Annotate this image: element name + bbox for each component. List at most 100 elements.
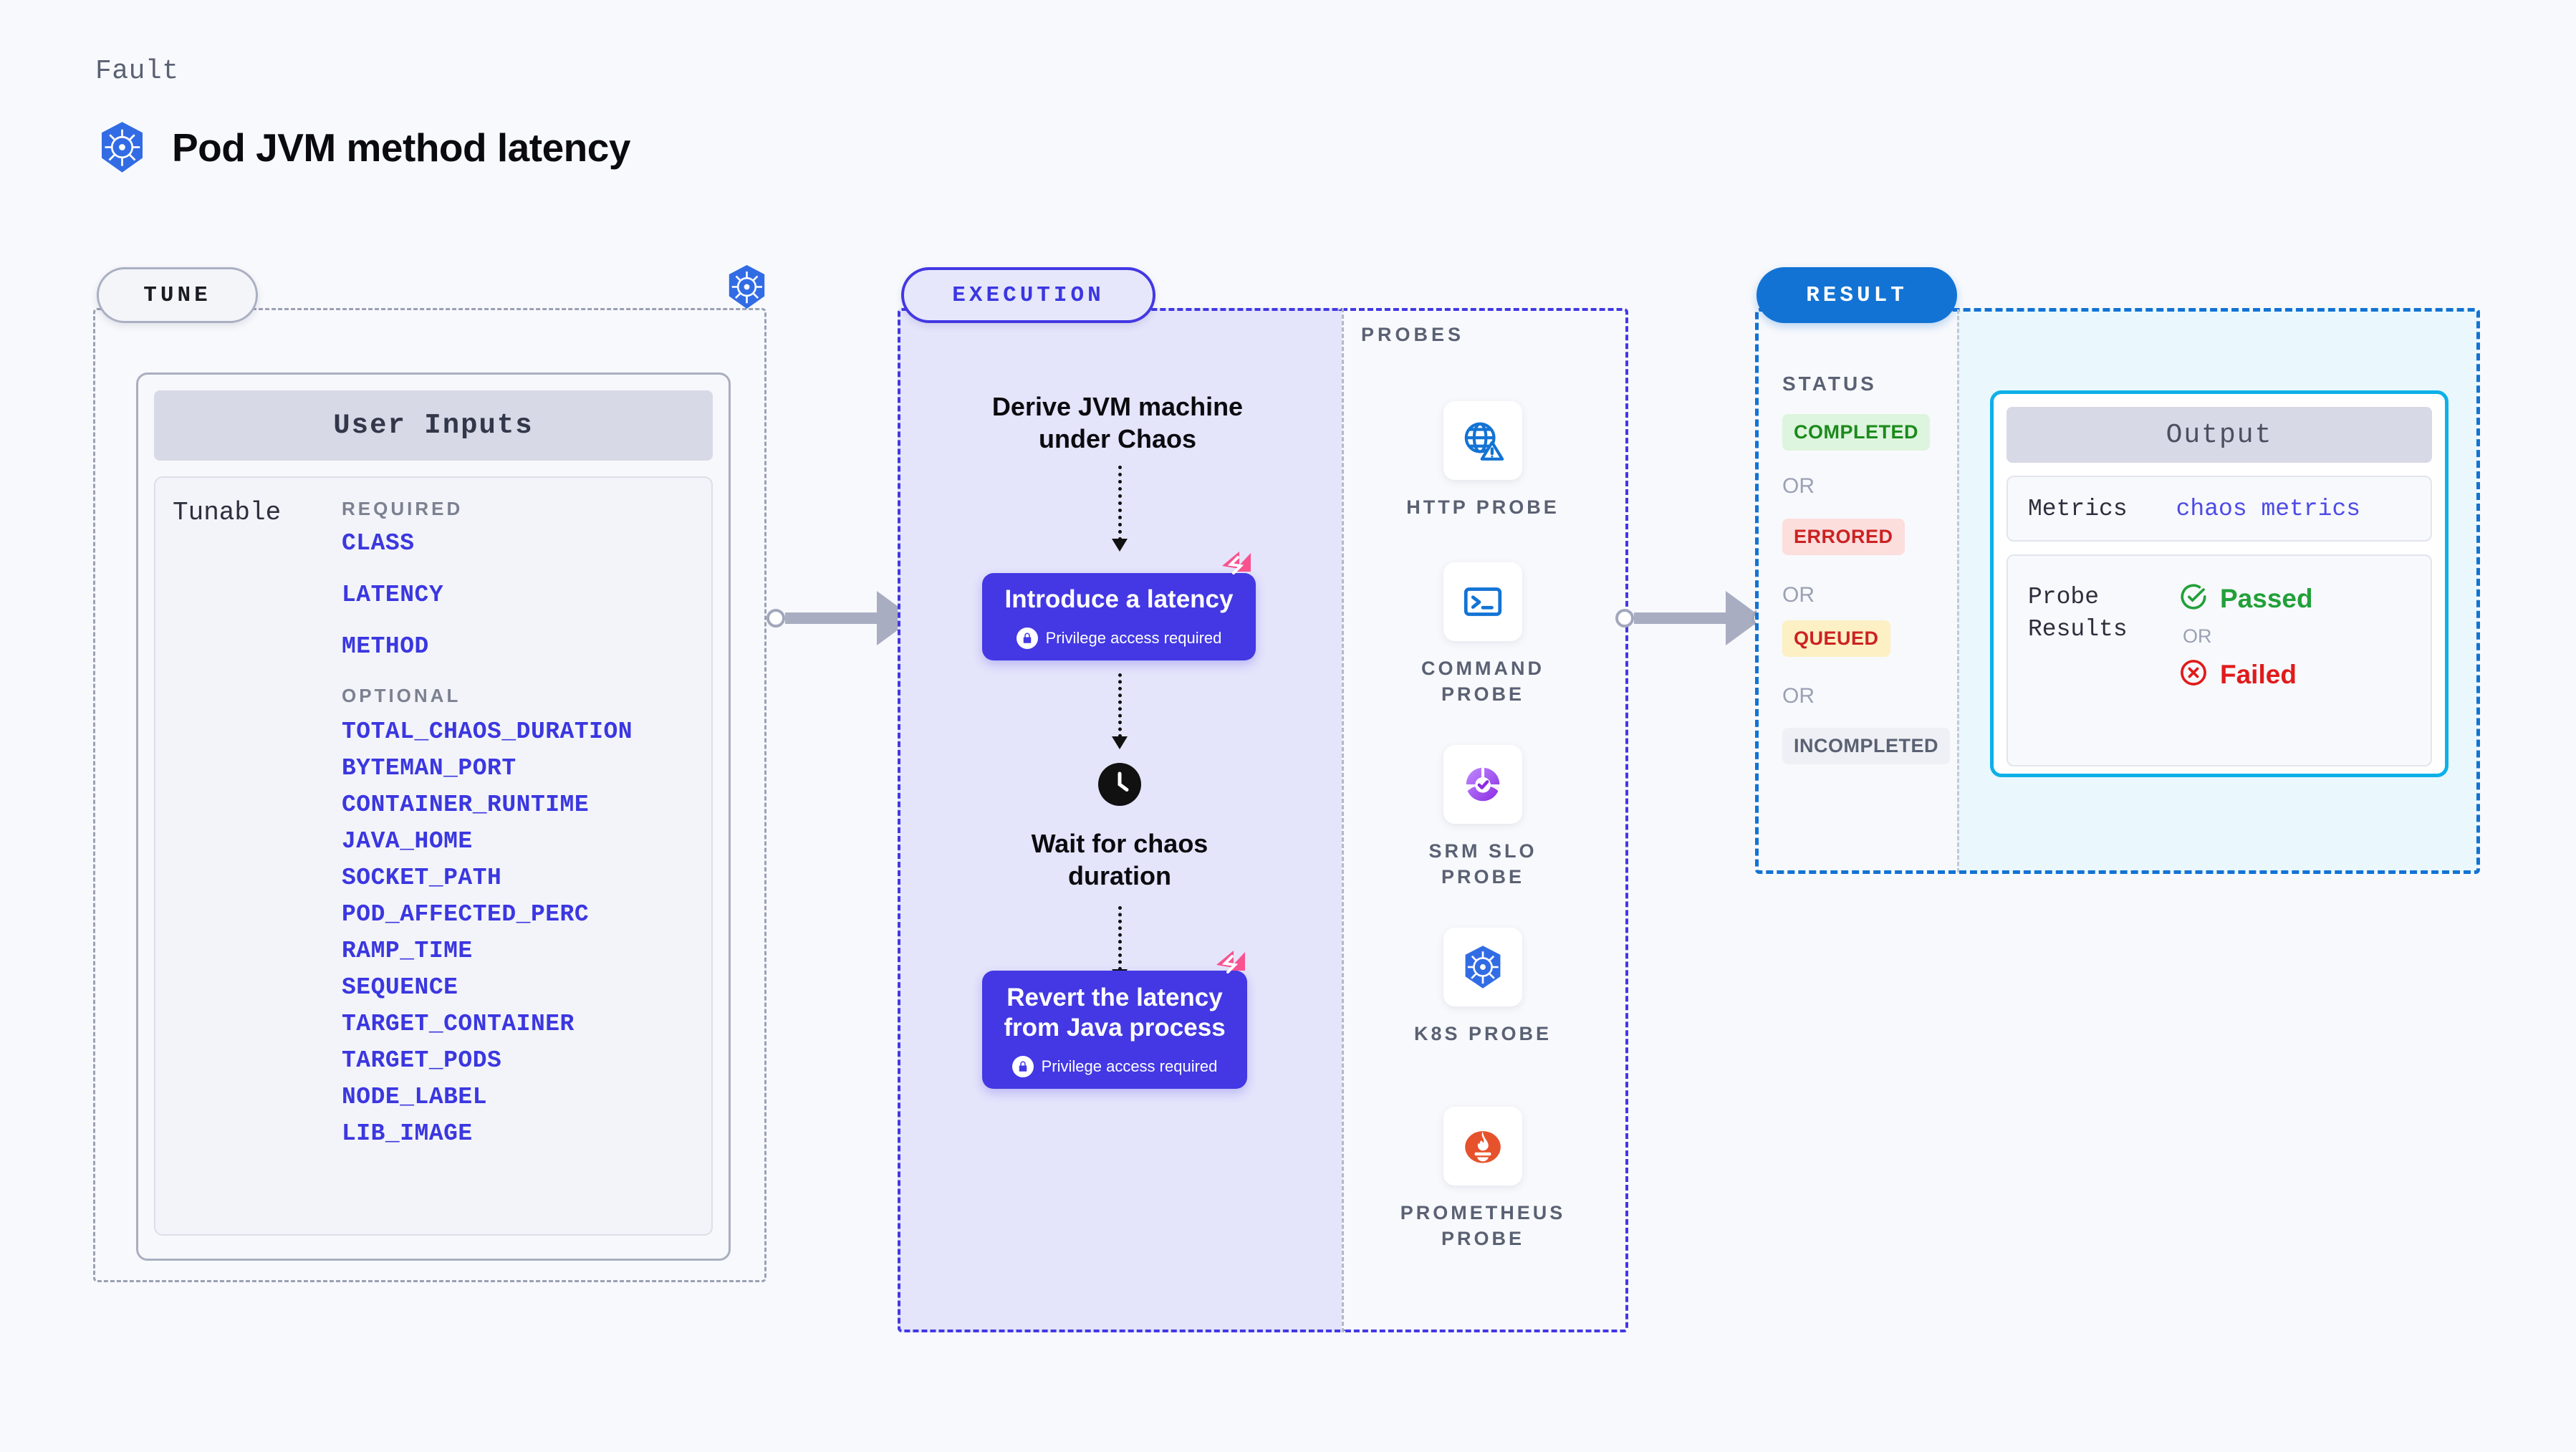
passed-label: Passed [2220, 583, 2313, 613]
probe-label: SRM SLO PROBE [1428, 840, 1537, 888]
param-java-home[interactable]: JAVA_HOME [342, 828, 473, 855]
execution-card-revert-latency[interactable]: Revert the latency from Java process Pri… [982, 971, 1247, 1089]
param-ramp-time[interactable]: RAMP_TIME [342, 938, 473, 964]
litmus-chaos-icon [1212, 949, 1249, 984]
probes-title: PROBES [1361, 324, 1465, 345]
param-sequence[interactable]: SEQUENCE [342, 974, 458, 1001]
probe-results-row: Probe Results Passed OR [2007, 554, 2432, 766]
probe-result-failed: Failed [2178, 658, 2431, 691]
probe-results-label: Probe Results [2028, 584, 2128, 643]
probe-label: HTTP PROBE [1406, 496, 1559, 518]
clock-icon [1098, 763, 1141, 806]
probe-item-command[interactable]: COMMAND PROBE [1390, 562, 1576, 708]
param-method[interactable]: METHOD [342, 633, 429, 660]
metrics-value[interactable]: chaos metrics [2176, 495, 2361, 522]
optional-group-label: OPTIONAL [342, 685, 461, 706]
failed-label: Failed [2220, 659, 2297, 689]
connector-line [1634, 612, 1727, 624]
result-status-background [1756, 309, 1957, 872]
probes-divider [1342, 308, 1344, 1332]
param-byteman-port[interactable]: BYTEMAN_PORT [342, 755, 516, 782]
probe-results-or: OR [2183, 625, 2212, 647]
probe-result-passed: Passed [2178, 582, 2431, 615]
param-pod-affected-perc[interactable]: POD_AFFECTED_PERC [342, 901, 590, 928]
connector-execution-to-result [1615, 591, 1770, 645]
status-title: STATUS [1782, 372, 1877, 395]
user-inputs-body: Tunable REQUIRED CLASS LATENCY METHOD OP… [154, 476, 713, 1236]
param-container-runtime[interactable]: CONTAINER_RUNTIME [342, 792, 590, 818]
status-badge-completed: COMPLETED [1782, 414, 1931, 451]
param-total-chaos-duration[interactable]: TOTAL_CHAOS_DURATION [342, 718, 633, 745]
probe-label: COMMAND PROBE [1421, 658, 1544, 706]
kubernetes-icon [724, 264, 770, 310]
probe-item-http[interactable]: HTTP PROBE [1390, 401, 1576, 520]
probe-item-srm-slo[interactable]: SRM SLO PROBE [1390, 745, 1576, 890]
check-circle-icon [2178, 582, 2209, 615]
connector-line [785, 612, 878, 624]
terminal-icon [1443, 562, 1522, 641]
execution-arrow-2 [1118, 673, 1122, 738]
probe-item-prometheus[interactable]: PROMETHEUS PROBE [1390, 1107, 1576, 1252]
prometheus-icon [1443, 1107, 1522, 1186]
output-card: Output Metrics chaos metrics Probe Resul… [1990, 390, 2448, 777]
page-title: Pod JVM method latency [172, 125, 630, 170]
probe-label: K8S PROBE [1413, 1023, 1552, 1044]
execution-card-title: Introduce a latency [1004, 585, 1234, 613]
kubernetes-icon [95, 120, 149, 174]
status-badge-errored: ERRORED [1782, 519, 1905, 555]
param-target-pods[interactable]: TARGET_PODS [342, 1047, 502, 1074]
param-lib-image[interactable]: LIB_IMAGE [342, 1120, 473, 1147]
param-column: REQUIRED CLASS LATENCY METHOD OPTIONAL T… [342, 498, 711, 1234]
execution-panel [898, 308, 1342, 1332]
result-panel [1755, 308, 2480, 874]
metrics-label: Metrics [2028, 495, 2128, 522]
param-latency[interactable]: LATENCY [342, 582, 444, 608]
connector-start-dot [1615, 609, 1634, 628]
tune-pill[interactable]: TUNE [97, 267, 258, 323]
privilege-note: Privilege access required [1041, 1057, 1218, 1075]
execution-arrow-2-head [1112, 736, 1128, 749]
output-title: Output [2007, 407, 2432, 463]
execution-arrow-1-head [1112, 539, 1128, 552]
status-or-3: OR [1782, 684, 1815, 708]
status-badge-queued: QUEUED [1782, 620, 1890, 657]
execution-arrow-3 [1118, 906, 1122, 971]
probe-item-k8s[interactable]: K8S PROBE [1390, 928, 1576, 1047]
status-or-1: OR [1782, 474, 1815, 498]
required-group-label: REQUIRED [342, 498, 463, 519]
page-title-row: Pod JVM method latency [95, 120, 630, 174]
status-or-2: OR [1782, 583, 1815, 607]
globe-warning-icon [1443, 401, 1522, 480]
page-kicker: Fault [95, 56, 179, 87]
result-pill[interactable]: RESULT [1756, 267, 1957, 323]
privilege-note: Privilege access required [1045, 629, 1222, 647]
execution-step-derive-jvm: Derive JVM machine under Chaos [991, 392, 1244, 453]
tunable-label: Tunable [173, 498, 282, 527]
kubernetes-icon [1443, 928, 1522, 1006]
litmus-chaos-icon [1218, 550, 1255, 585]
probe-label: PROMETHEUS PROBE [1400, 1202, 1566, 1250]
param-target-container[interactable]: TARGET_CONTAINER [342, 1011, 575, 1037]
metrics-row: Metrics chaos metrics [2007, 476, 2432, 542]
execution-card-introduce-latency[interactable]: Introduce a latency Privilege access req… [982, 573, 1256, 660]
result-divider [1957, 309, 1959, 872]
status-badge-incompleted: INCOMPLETED [1782, 728, 1951, 764]
param-node-label[interactable]: NODE_LABEL [342, 1084, 488, 1110]
user-inputs-card: User Inputs Tunable REQUIRED CLASS LATEN… [136, 372, 731, 1261]
execution-step-wait: Wait for chaos duration [1031, 829, 1208, 890]
user-inputs-title: User Inputs [154, 390, 713, 461]
slo-check-icon [1443, 745, 1522, 824]
privilege-row: Privilege access required [1011, 1055, 1218, 1077]
lock-icon [1011, 1055, 1034, 1077]
probe-results-values: Passed OR Failed [2171, 582, 2431, 765]
privilege-row: Privilege access required [1016, 628, 1222, 649]
x-circle-icon [2178, 658, 2209, 691]
lock-icon [1016, 628, 1038, 649]
execution-pill[interactable]: EXECUTION [901, 267, 1155, 323]
execution-arrow-1 [1118, 466, 1122, 541]
execution-card-title: Revert the latency from Java process [1004, 983, 1226, 1042]
connector-start-dot [766, 609, 785, 628]
param-socket-path[interactable]: SOCKET_PATH [342, 865, 502, 891]
param-class[interactable]: CLASS [342, 530, 415, 557]
